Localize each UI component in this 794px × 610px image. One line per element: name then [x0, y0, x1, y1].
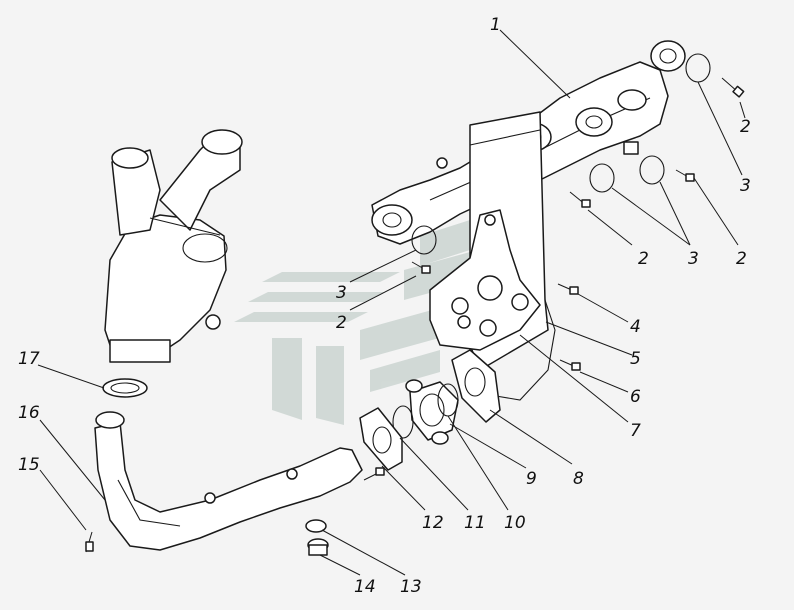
callout-4: 4 — [630, 317, 641, 337]
outlet-flange — [451, 349, 501, 423]
callout-14: 14 — [354, 577, 376, 597]
pipe-clamp — [405, 379, 459, 445]
bolt-4 — [557, 283, 579, 295]
gasket — [359, 407, 403, 471]
callout-2-left: 2 — [336, 313, 347, 333]
pipe-inlet-flange — [95, 411, 125, 429]
callout-3-left: 3 — [336, 283, 347, 303]
callout-2-right: 2 — [736, 249, 747, 269]
callout-9: 9 — [526, 469, 537, 489]
oring-3-mid — [589, 163, 615, 193]
callout-labels: 1 2 3 2 3 2 3 2 4 5 6 7 8 9 10 11 12 13 … — [18, 15, 751, 597]
callout-7: 7 — [630, 421, 641, 441]
oring-3-left — [411, 225, 437, 255]
exhaust-pipe — [94, 411, 363, 551]
callout-5: 5 — [630, 349, 641, 369]
bolt-6 — [559, 359, 581, 371]
callout-10: 10 — [504, 513, 526, 533]
callout-1: 1 — [490, 15, 501, 35]
bolts — [85, 77, 745, 556]
manifold-flange-left — [371, 204, 413, 236]
watermark-logo — [234, 220, 470, 425]
manifold-end-flange — [650, 40, 686, 72]
washer-13 — [305, 519, 327, 533]
turbo-gasket-ring — [102, 378, 148, 398]
callout-16: 16 — [18, 403, 40, 423]
callout-17: 17 — [18, 349, 40, 369]
bolt-2-left — [411, 261, 431, 274]
leader-lines — [37, 29, 746, 576]
callout-2-mid: 2 — [638, 249, 649, 269]
bolt-15 — [85, 531, 94, 553]
bolt-2-top — [721, 77, 745, 98]
oring-3-right — [639, 155, 665, 185]
callout-6: 6 — [630, 387, 641, 407]
bolt-12 — [363, 467, 385, 481]
callout-11: 11 — [464, 513, 486, 533]
bolt-2-mid — [569, 191, 591, 208]
manifold-flange-right — [575, 107, 613, 137]
callout-8: 8 — [573, 469, 584, 489]
mounting-bracket — [429, 209, 541, 351]
callout-2-top: 2 — [740, 117, 751, 137]
turbocharger — [104, 129, 243, 363]
plug-14 — [307, 538, 329, 556]
callout-13: 13 — [400, 577, 422, 597]
bolt-2-mid-right — [675, 169, 695, 182]
callout-12: 12 — [422, 513, 444, 533]
callout-3-mid: 3 — [688, 249, 699, 269]
oring-3-top — [685, 53, 711, 83]
callout-3-top: 3 — [740, 176, 751, 196]
callout-15: 15 — [18, 455, 40, 475]
